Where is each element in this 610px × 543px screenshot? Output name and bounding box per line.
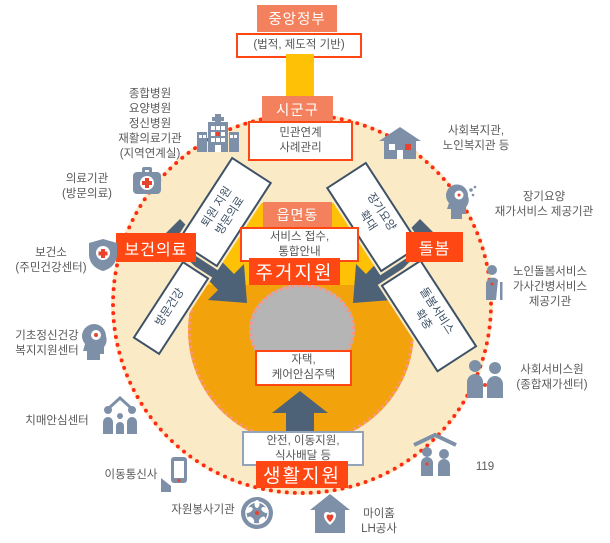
org-label-health-center: 보건소 (주민건강센터) bbox=[15, 247, 87, 274]
eupmyeondong-box: 읍면동 bbox=[263, 202, 332, 227]
health-domain-box: 보건의료 bbox=[116, 233, 196, 262]
mobile-phone-icon bbox=[161, 457, 187, 492]
couple-icon bbox=[467, 360, 503, 398]
home-heart-icon bbox=[310, 494, 350, 533]
welfare-house-icon bbox=[379, 127, 421, 159]
medical-bag-icon bbox=[133, 167, 161, 194]
case-management-box: 민관연계 사례관리 bbox=[248, 121, 353, 161]
family-roof-icon bbox=[103, 396, 137, 434]
org-label-volunteer-org: 자원봉사기관 bbox=[171, 504, 235, 516]
org-label-mental-health-center: 기초정신건강 복지지원센터 bbox=[15, 330, 79, 357]
org-label-longterm-care-providers: 장기요양 재가서비스 제공기관 bbox=[494, 191, 594, 218]
senior-head-icon bbox=[446, 184, 477, 219]
sigungu-box: 시군구 bbox=[262, 96, 333, 122]
org-label-medical-institution: 의료기관 (방문의료) bbox=[62, 173, 112, 200]
home-box: 자택, 케어안심주택 bbox=[255, 350, 352, 386]
org-label-hospitals: 종합병원 요양병원 정신병원 재활의료기관 (지역연계실) bbox=[118, 88, 182, 160]
gov-connector bbox=[286, 54, 314, 98]
shield-cross-icon bbox=[89, 239, 117, 271]
living-support-box: 생활지원 bbox=[256, 461, 348, 488]
care-domain-box: 돌봄 bbox=[406, 232, 463, 262]
org-label-dementia-center: 치매안심센터 bbox=[25, 415, 89, 427]
central-gov-box: 중앙정부 bbox=[257, 5, 337, 32]
elderly-cane-icon bbox=[486, 265, 503, 300]
housing-support-box: 주거지원 bbox=[249, 258, 340, 285]
service-intake-box: 서비스 접수, 통합안내 bbox=[240, 227, 359, 262]
rescue-roof-icon bbox=[413, 432, 457, 476]
mental-health-head-icon bbox=[82, 324, 107, 360]
org-label-mobile-carrier: 이동통신사 bbox=[104, 469, 158, 481]
org-label-myhome-lh: 마이홈 LH공사 bbox=[361, 508, 397, 535]
volunteer-globe-icon bbox=[241, 497, 273, 529]
org-label-119: 119 bbox=[475, 461, 495, 473]
hospital-icon bbox=[197, 114, 239, 152]
org-label-welfare-centers: 사회복지관, 노인복지관 등 bbox=[442, 125, 510, 152]
org-label-senior-care-providers: 노인돌봄서비스 가사간병서비스 제공기관 bbox=[512, 266, 588, 308]
org-label-social-service-agency: 사회서비스원 (종합재가센터) bbox=[516, 364, 588, 391]
